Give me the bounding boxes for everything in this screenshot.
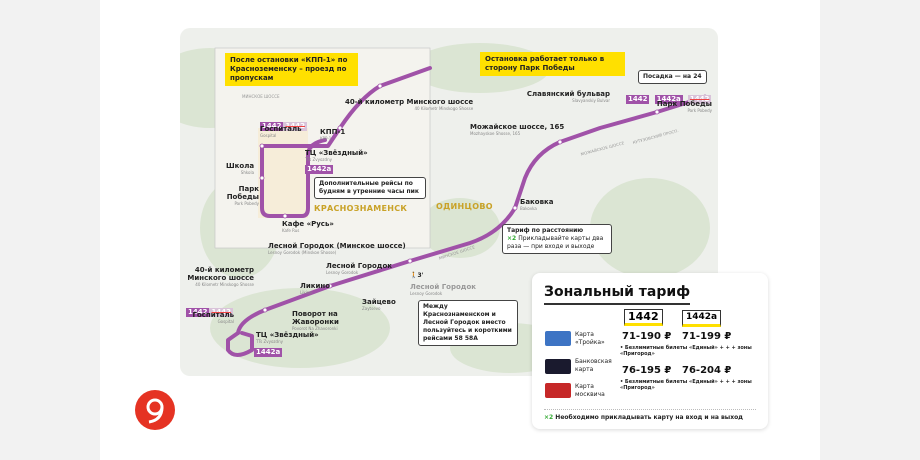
tariff-title: Зональный тариф	[544, 284, 691, 305]
route-badge: 1442а	[305, 165, 334, 174]
route-badge: 1442а	[254, 348, 283, 357]
stop-label: Лесной Городок (Минское шоссе)Lesnoy Gor…	[268, 242, 406, 255]
card-label: Карта «Тройка»	[575, 331, 605, 346]
unlimited-note: • Безлимитные билеты «Единый» + + + зоны…	[620, 345, 752, 357]
walk-time: 🚶3'	[410, 272, 424, 279]
city-label: ОДИНЦОВО	[436, 202, 493, 211]
zonal-tariff-panel: Зональный тариф 1442 1442а Карта «Тройка…	[532, 273, 768, 429]
bank-card-icon	[545, 359, 571, 374]
distance-tariff-note: Тариф по расстоянию×2 Прикладывайте карт…	[502, 224, 612, 254]
moscow-card-icon	[545, 383, 571, 398]
city-label: КРАСНОЗНАМЕНСК	[314, 204, 408, 213]
route-badge: 1442	[260, 122, 284, 131]
route-badge: 1442	[626, 95, 650, 104]
card-label: Карта москвича	[575, 383, 605, 398]
stop-label: ТЦ «Звёздный»TTs Zvyozdny	[256, 331, 319, 344]
route-badges: 1442 1442а 1442	[626, 86, 712, 105]
unlimited-note: • Безлимитные билеты «Единый» + + + зоны…	[620, 379, 752, 391]
route-badge: 1442	[186, 308, 210, 317]
road-label: МИНСКОЕ ШОССЕ	[242, 94, 280, 99]
logo-icon	[146, 398, 164, 424]
route-badge-inactive: 1442	[687, 95, 712, 104]
route-map: После остановки «КПП-1» по Красноземенск…	[180, 28, 718, 376]
brand-logo	[135, 390, 175, 430]
footer-text: Необходимо прикладывать карту на вход и …	[555, 414, 744, 421]
route-line	[226, 66, 707, 357]
price: 71-190 ₽	[622, 331, 672, 342]
price: 76-204 ₽	[682, 365, 732, 376]
inset-warning: После остановки «КПП-1» по Красноземенск…	[225, 53, 358, 86]
stop-label: ТЦ «Звёздный»TTs Zvyozdny	[305, 149, 368, 162]
stop-label: Кафе «Русь»Kafe Rus	[282, 220, 334, 233]
price: 76-195 ₽	[622, 365, 672, 376]
short-trips-note: Между Краснознаменском и Лесной Городок …	[418, 300, 518, 346]
troika-card-icon	[545, 331, 571, 346]
boarding-note: Посадка — на 24	[638, 70, 707, 84]
route-badge: 1442	[624, 309, 663, 326]
tap-twice-icon: ×2	[544, 414, 554, 421]
tariff-footer: ×2 Необходимо прикладывать карту на вход…	[544, 409, 756, 422]
route-badge: 1442а	[654, 95, 683, 104]
route-badge-inactive: 1442	[209, 308, 233, 317]
stop-warning: Остановка работает только в сторону Парк…	[480, 52, 625, 76]
route-badge-inactive: 1442	[283, 122, 307, 131]
price: 71-199 ₽	[682, 331, 732, 342]
route-badge: 1442а	[682, 310, 722, 327]
inset-note: Дополнительные рейсы по будням в утренни…	[314, 177, 426, 199]
card-label: Банковская карта	[575, 358, 612, 373]
